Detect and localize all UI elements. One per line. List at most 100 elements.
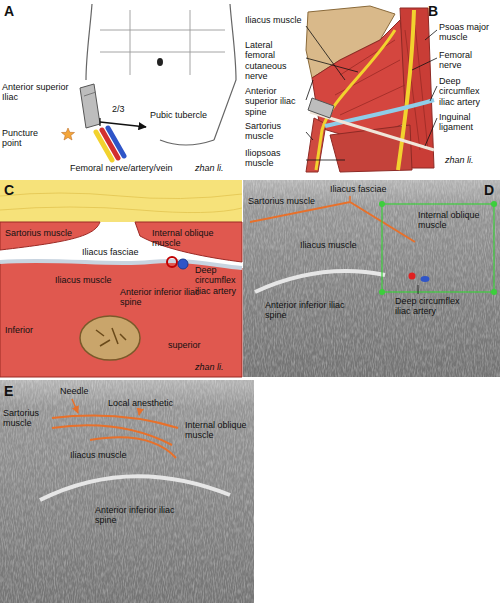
distance-arrow (100, 118, 146, 127)
anatomy-label: Lateral femoral cutaneous nerve (245, 40, 303, 81)
panel-c-section (178, 259, 188, 269)
signature: zhan li. (445, 155, 474, 165)
anatomy-label: Femoral nerve (439, 50, 497, 71)
ultrasound-probe (80, 84, 100, 128)
panel-a-sketch (100, 10, 225, 75)
panel-c-section (135, 222, 242, 262)
leader-lines (425, 30, 437, 40)
panel-d-ultrasound (409, 273, 416, 280)
panel-b-anatomy (308, 98, 334, 118)
panel-d-ultrasound (491, 201, 497, 207)
ultrasound-probe (84, 92, 96, 96)
panel-d-ultrasound (491, 289, 497, 295)
anatomy-label: Iliacus fasciae (330, 184, 387, 194)
anatomy-label: Internal oblique muscle (152, 228, 240, 249)
leader-lines (425, 118, 437, 146)
anatomy-label: Sartorius muscle (245, 121, 303, 142)
anatomy-label: Internal oblique muscle (185, 420, 253, 441)
femoral-bundle (96, 128, 124, 160)
leader-lines (306, 132, 313, 140)
panel-c-section (167, 257, 177, 267)
panel-b-anatomy (398, 10, 414, 170)
panel-e-ultrasound (0, 380, 254, 603)
anatomy-label: Iliacus fasciae (82, 247, 139, 257)
anatomy-label: Inguinal ligament (439, 112, 497, 133)
leader-lines (306, 26, 437, 160)
panel-e-ultrasound (0, 380, 254, 603)
anatomy-label: Anterior superior iliac spine (245, 86, 303, 117)
femoral-bundle (108, 128, 124, 156)
leader-lines (306, 80, 313, 100)
panel-a-sketch (86, 4, 92, 80)
panel-d-ultrasound (379, 201, 385, 207)
panel-a-sketch (214, 4, 236, 140)
panel-d-ultrasound (250, 202, 415, 242)
signature: zhan li. (195, 362, 224, 372)
panel-c-section (0, 261, 242, 377)
orientation-label: superior (168, 340, 201, 350)
panel-e-ultrasound (72, 399, 78, 413)
panel-letter: E (4, 383, 13, 399)
anatomy-label: Anterior inferior iliac spine (95, 505, 185, 526)
leader-lines (306, 26, 345, 80)
anatomy-label: Iliacus muscle (300, 240, 357, 250)
anatomy-label: Anterior inferior iliac spine (120, 287, 200, 308)
leader-lines (412, 58, 437, 70)
anatomy-label: Psoas major muscle (439, 22, 497, 43)
panel-letter: A (4, 3, 14, 19)
orientation-label: Inferior (5, 325, 33, 335)
anatomy-label: Sartorius muscle (3, 408, 48, 429)
panel-d-ultrasound (349, 196, 351, 201)
panel-d-ultrasound (243, 180, 500, 377)
leader-lines (306, 58, 358, 72)
panel-a-sketch (160, 140, 214, 145)
anatomy-label: Internal oblique muscle (418, 210, 488, 231)
panel-d-ultrasound (243, 180, 500, 377)
panel-d-ultrasound (418, 285, 419, 294)
panel-d-ultrasound (243, 180, 500, 377)
panel-b-anatomy (316, 30, 395, 170)
puncture-star (62, 128, 75, 140)
anatomy-label: Needle (60, 386, 89, 396)
leader-lines (306, 160, 345, 161)
signature: zhan li. (195, 163, 224, 173)
panel-c-section (80, 316, 140, 360)
anatomy-label: Pubic tubercle (150, 110, 207, 120)
panel-a-sketch (157, 58, 163, 66)
panel-e-ultrasound (0, 380, 254, 603)
anatomy-label: Anterior superior Iliac (2, 82, 78, 103)
anatomy-label: Puncture point (2, 128, 52, 149)
leader-lines (430, 86, 437, 101)
anatomy-label: Deep circumflex iliac artery (195, 265, 239, 296)
panel-e-ultrasound (139, 410, 140, 415)
panel-e-ultrasound (52, 425, 172, 445)
panel-c-section (0, 180, 242, 377)
panel-d-ultrasound (421, 276, 430, 282)
anatomy-label: Femoral nerve/artery/vein (70, 163, 173, 173)
panel-e-ultrasound (40, 476, 230, 500)
panel-c-section (0, 193, 242, 213)
panel-d-ultrasound (379, 289, 385, 295)
anatomy-label: Iliacus muscle (55, 275, 112, 285)
ultrasound-probe (80, 84, 100, 128)
panel-b-anatomy (306, 6, 434, 172)
anatomy-label: Iliacus muscle (245, 15, 303, 25)
ratio-label: 2/3 (112, 104, 125, 114)
panel-letter: D (484, 182, 494, 198)
anatomy-label: Anterior inferior iliac spine (265, 300, 355, 321)
anatomy-label: Sartorius muscle (5, 228, 72, 238)
panel-letter: C (4, 182, 14, 198)
anatomy-label: Deep circumflex iliac artery (395, 296, 475, 317)
panel-letter: B (428, 3, 438, 19)
panel-c-section (0, 222, 242, 377)
distance-arrow (99, 118, 100, 126)
panel-c-section (0, 180, 242, 222)
anatomy-label: Iliacus muscle (70, 450, 127, 460)
anatomy-label: Sartorius muscle (248, 196, 315, 206)
panel-d-ultrasound (382, 204, 494, 292)
anatomy-label: Deep circumflex iliac artery (439, 76, 497, 107)
panel-a-sketch (86, 4, 236, 145)
panel-c-section (96, 328, 126, 346)
anatomy-label: Local anesthetic (108, 398, 173, 408)
